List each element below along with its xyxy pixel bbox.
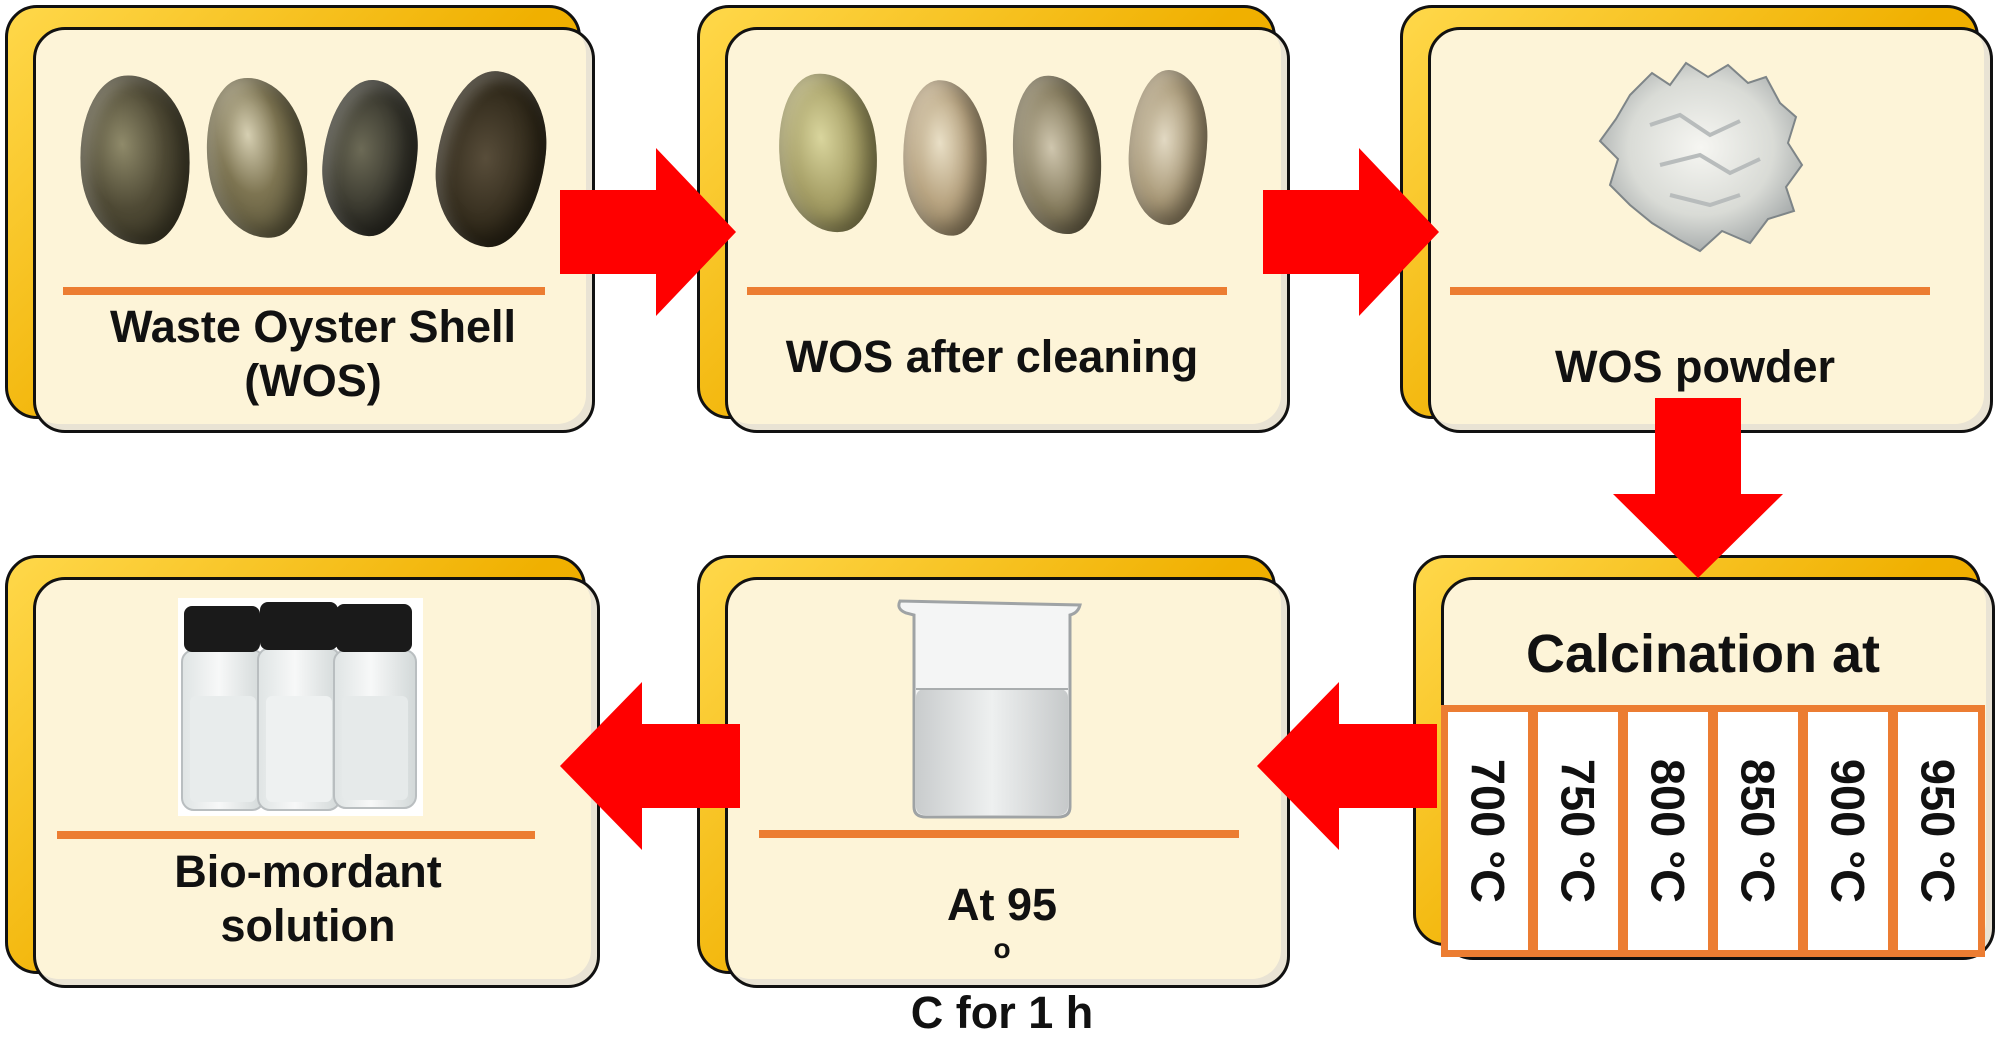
temperature-box-950: 950 °C <box>1891 705 1985 957</box>
label-line: WOS powder <box>1440 340 1950 394</box>
temperature-value: 700 °C <box>1461 759 1516 903</box>
temperature-value: 950 °C <box>1911 759 1966 903</box>
divider-line <box>57 831 535 839</box>
step-card-wos-after-cleaning: WOS after cleaning <box>697 5 1290 433</box>
label-line: Waste Oyster Shell <box>33 300 593 354</box>
arrow-right-2 <box>1263 148 1441 316</box>
label-text: C for 1 h <box>737 986 1267 1040</box>
vials-photo <box>178 598 423 816</box>
step-label: WOS powder <box>1440 340 1950 394</box>
label-line: solution <box>33 899 583 953</box>
label-line: At 95 o C for 1 h <box>737 878 1267 1040</box>
temperature-box-700: 700 °C <box>1441 705 1535 957</box>
label-line: Bio-mordant <box>33 845 583 899</box>
step-label: At 95 o C for 1 h <box>737 878 1267 1040</box>
step-label: Bio-mordant solution <box>33 845 583 953</box>
step-label: Waste Oyster Shell (WOS) <box>33 300 593 408</box>
step-label: WOS after cleaning <box>737 330 1247 384</box>
wos-powder-image <box>1590 55 1810 265</box>
divider-line <box>747 287 1227 295</box>
process-flow-diagram: Waste Oyster Shell (WOS) WOS after clean… <box>0 0 2008 997</box>
divider-line <box>759 830 1239 838</box>
label-line: Calcination at <box>1453 622 1953 686</box>
temperature-box-750: 750 °C <box>1531 705 1625 957</box>
temperature-value: 900 °C <box>1821 759 1876 903</box>
arrow-left-1 <box>1257 682 1437 850</box>
vials-image <box>178 598 423 816</box>
divider-line <box>1450 287 1930 295</box>
temperature-list: 700 °C 750 °C 800 °C 850 °C 900 °C 950 °… <box>1441 705 2008 952</box>
degree-superscript: o <box>993 933 1010 964</box>
step-card-waste-oyster-shell: Waste Oyster Shell (WOS) <box>5 5 595 433</box>
step-card-wos-powder: WOS powder <box>1400 5 1993 433</box>
arrow-down <box>1613 398 1783 578</box>
temperature-value: 850 °C <box>1731 759 1786 903</box>
temperature-box-850: 850 °C <box>1711 705 1805 957</box>
temperature-box-900: 900 °C <box>1801 705 1895 957</box>
step-card-bio-mordant-solution: Bio-mordant solution <box>5 555 600 988</box>
arrow-right-1 <box>560 148 738 316</box>
label-line: WOS after cleaning <box>737 330 1247 384</box>
beaker-image <box>892 593 1092 823</box>
divider-line <box>63 287 545 295</box>
temperature-box-800: 800 °C <box>1621 705 1715 957</box>
label-text: At 95 <box>737 878 1267 932</box>
arrow-left-2 <box>560 682 740 850</box>
label-line: (WOS) <box>33 354 593 408</box>
step-title: Calcination at <box>1453 622 1953 686</box>
temperature-value: 800 °C <box>1641 759 1696 903</box>
temperature-value: 750 °C <box>1551 759 1606 903</box>
